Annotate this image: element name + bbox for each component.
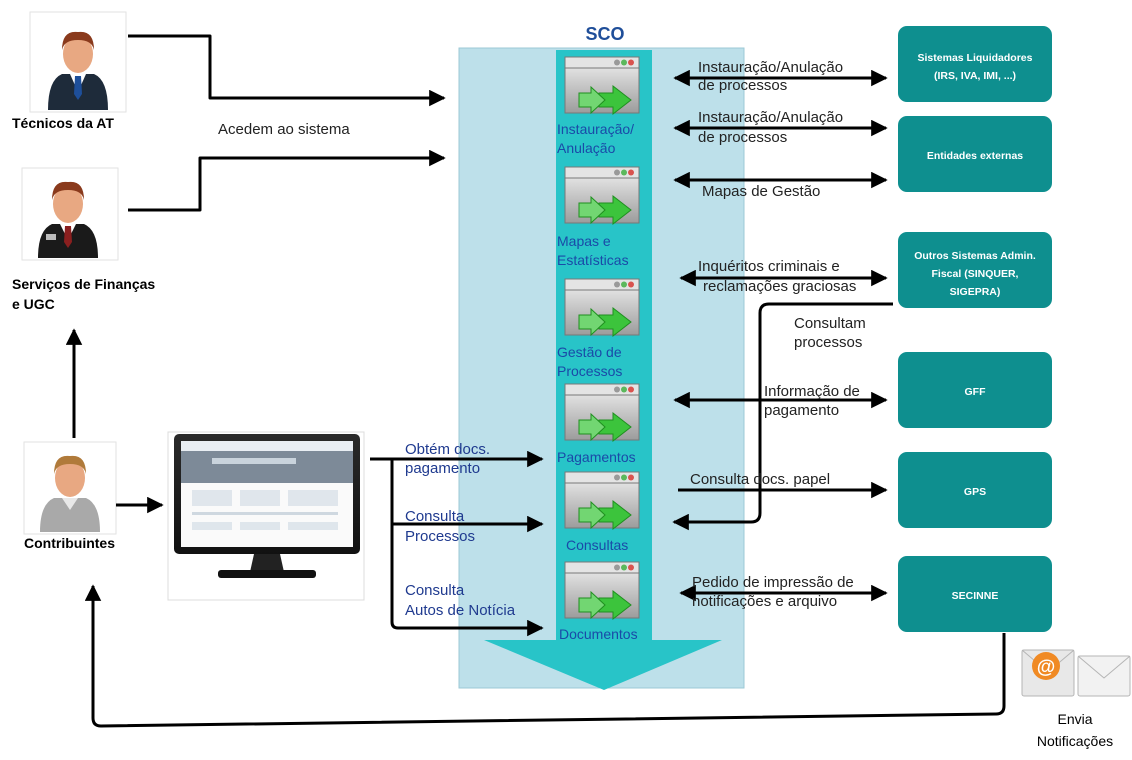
module-label: Mapas e <box>557 233 611 249</box>
flow-label: pagamento <box>405 460 480 477</box>
flow-label: Consultam <box>794 315 866 332</box>
window-icon <box>564 56 640 116</box>
flow-label: de processos <box>698 77 787 94</box>
flow-label: Consulta docs. papel <box>690 471 830 488</box>
flow-label: de processos <box>698 129 787 146</box>
connector-tecnicos-sco <box>128 34 446 107</box>
flow-label: Processos <box>405 528 475 545</box>
portal-monitor <box>167 431 365 601</box>
actor-label: Técnicos da AT <box>12 115 114 131</box>
window-icon <box>564 383 640 443</box>
actor-contribuintes: Contribuintes <box>23 441 117 551</box>
sco-title: SCO <box>585 24 624 44</box>
flow-label: processos <box>794 334 862 351</box>
person-icon <box>48 31 108 110</box>
window-icon <box>564 278 640 338</box>
system-label: GFF <box>965 386 987 398</box>
system-label: GPS <box>964 486 986 498</box>
connectors <box>65 34 1006 728</box>
flow-label: reclamações graciosas <box>703 278 856 295</box>
system-label: SECINNE <box>952 590 999 602</box>
system-label: Fiscal (SINQUER, <box>932 268 1019 280</box>
connector-portal-documentos <box>390 524 544 637</box>
window-icon <box>564 471 640 531</box>
module-label: Estatísticas <box>557 252 629 268</box>
module-consultas[interactable]: Consultas <box>564 471 640 553</box>
module-label: Processos <box>557 363 622 379</box>
flow-label: Pedido de impressão de <box>692 574 854 591</box>
actor-servicos: Serviços de Finanças e UGC <box>12 167 155 312</box>
system-gff[interactable]: GFF <box>898 352 1052 428</box>
module-label: Instauração/ <box>557 121 634 137</box>
module-pagamentos[interactable]: Pagamentos <box>557 383 640 465</box>
flow-label: Inquéritos criminais e <box>698 258 840 275</box>
flow-label: Obtém docs. <box>405 441 490 458</box>
module-instauracao[interactable]: Instauração/ Anulação <box>557 56 640 156</box>
flow-label: pagamento <box>764 402 839 419</box>
actor-label: e UGC <box>12 296 55 312</box>
module-mapas[interactable]: Mapas e Estatísticas <box>557 166 640 268</box>
system-outros-sistemas[interactable]: Outros Sistemas Admin. Fiscal (SINQUER, … <box>898 232 1052 308</box>
system-label: Sistemas Liquidadores <box>918 52 1033 64</box>
flow-label: Consulta <box>405 582 465 599</box>
svg-text:@: @ <box>1037 657 1056 678</box>
flow-label: Autos de Notícia <box>405 602 516 619</box>
system-label: Entidades externas <box>927 150 1023 162</box>
module-label: Documentos <box>559 626 638 642</box>
actor-label: Contribuintes <box>24 535 115 551</box>
flow-label: Consulta <box>405 508 465 525</box>
system-secinne[interactable]: SECINNE <box>898 556 1052 632</box>
module-label: Consultas <box>566 537 628 553</box>
connector-secinne-contribuintes <box>84 584 1006 728</box>
flow-label: Instauração/Anulação <box>698 59 843 76</box>
system-label: (IRS, IVA, IMI, ...) <box>934 70 1016 82</box>
connector-outros-consultas <box>672 302 893 531</box>
module-documentos[interactable]: Documentos <box>559 561 640 642</box>
system-gps[interactable]: GPS <box>898 452 1052 528</box>
notifications-label: Notificações <box>1037 733 1113 749</box>
flow-label: notificações e arquivo <box>692 593 837 610</box>
notifications-label: Envia <box>1057 711 1092 727</box>
module-label: Pagamentos <box>557 449 636 465</box>
person-icon <box>40 455 100 532</box>
system-label: Outros Sistemas Admin. <box>914 250 1036 262</box>
window-icon <box>564 561 640 621</box>
flow-label: Instauração/Anulação <box>698 109 843 126</box>
module-label: Anulação <box>557 140 616 156</box>
flow-label: Mapas de Gestão <box>702 183 820 200</box>
system-sistemas-liquidadores[interactable]: Sistemas Liquidadores (IRS, IVA, IMI, ..… <box>898 26 1052 102</box>
email-icon: @ <box>1015 640 1131 704</box>
person-icon <box>38 181 98 258</box>
window-icon <box>564 166 640 226</box>
flow-label: Informação de <box>764 383 860 400</box>
sco-flow-arrow <box>484 640 722 690</box>
module-gestao[interactable]: Gestão de Processos <box>557 278 640 379</box>
system-label: SIGEPRA) <box>950 286 1001 298</box>
actor-label: Serviços de Finanças <box>12 276 155 292</box>
access-label: Acedem ao sistema <box>218 121 350 138</box>
module-label: Gestão de <box>557 344 622 360</box>
system-entidades-externas[interactable]: Entidades externas <box>898 116 1052 192</box>
connector-servicos-sco <box>128 149 446 212</box>
actor-tecnicos: Técnicos da AT <box>12 11 127 131</box>
